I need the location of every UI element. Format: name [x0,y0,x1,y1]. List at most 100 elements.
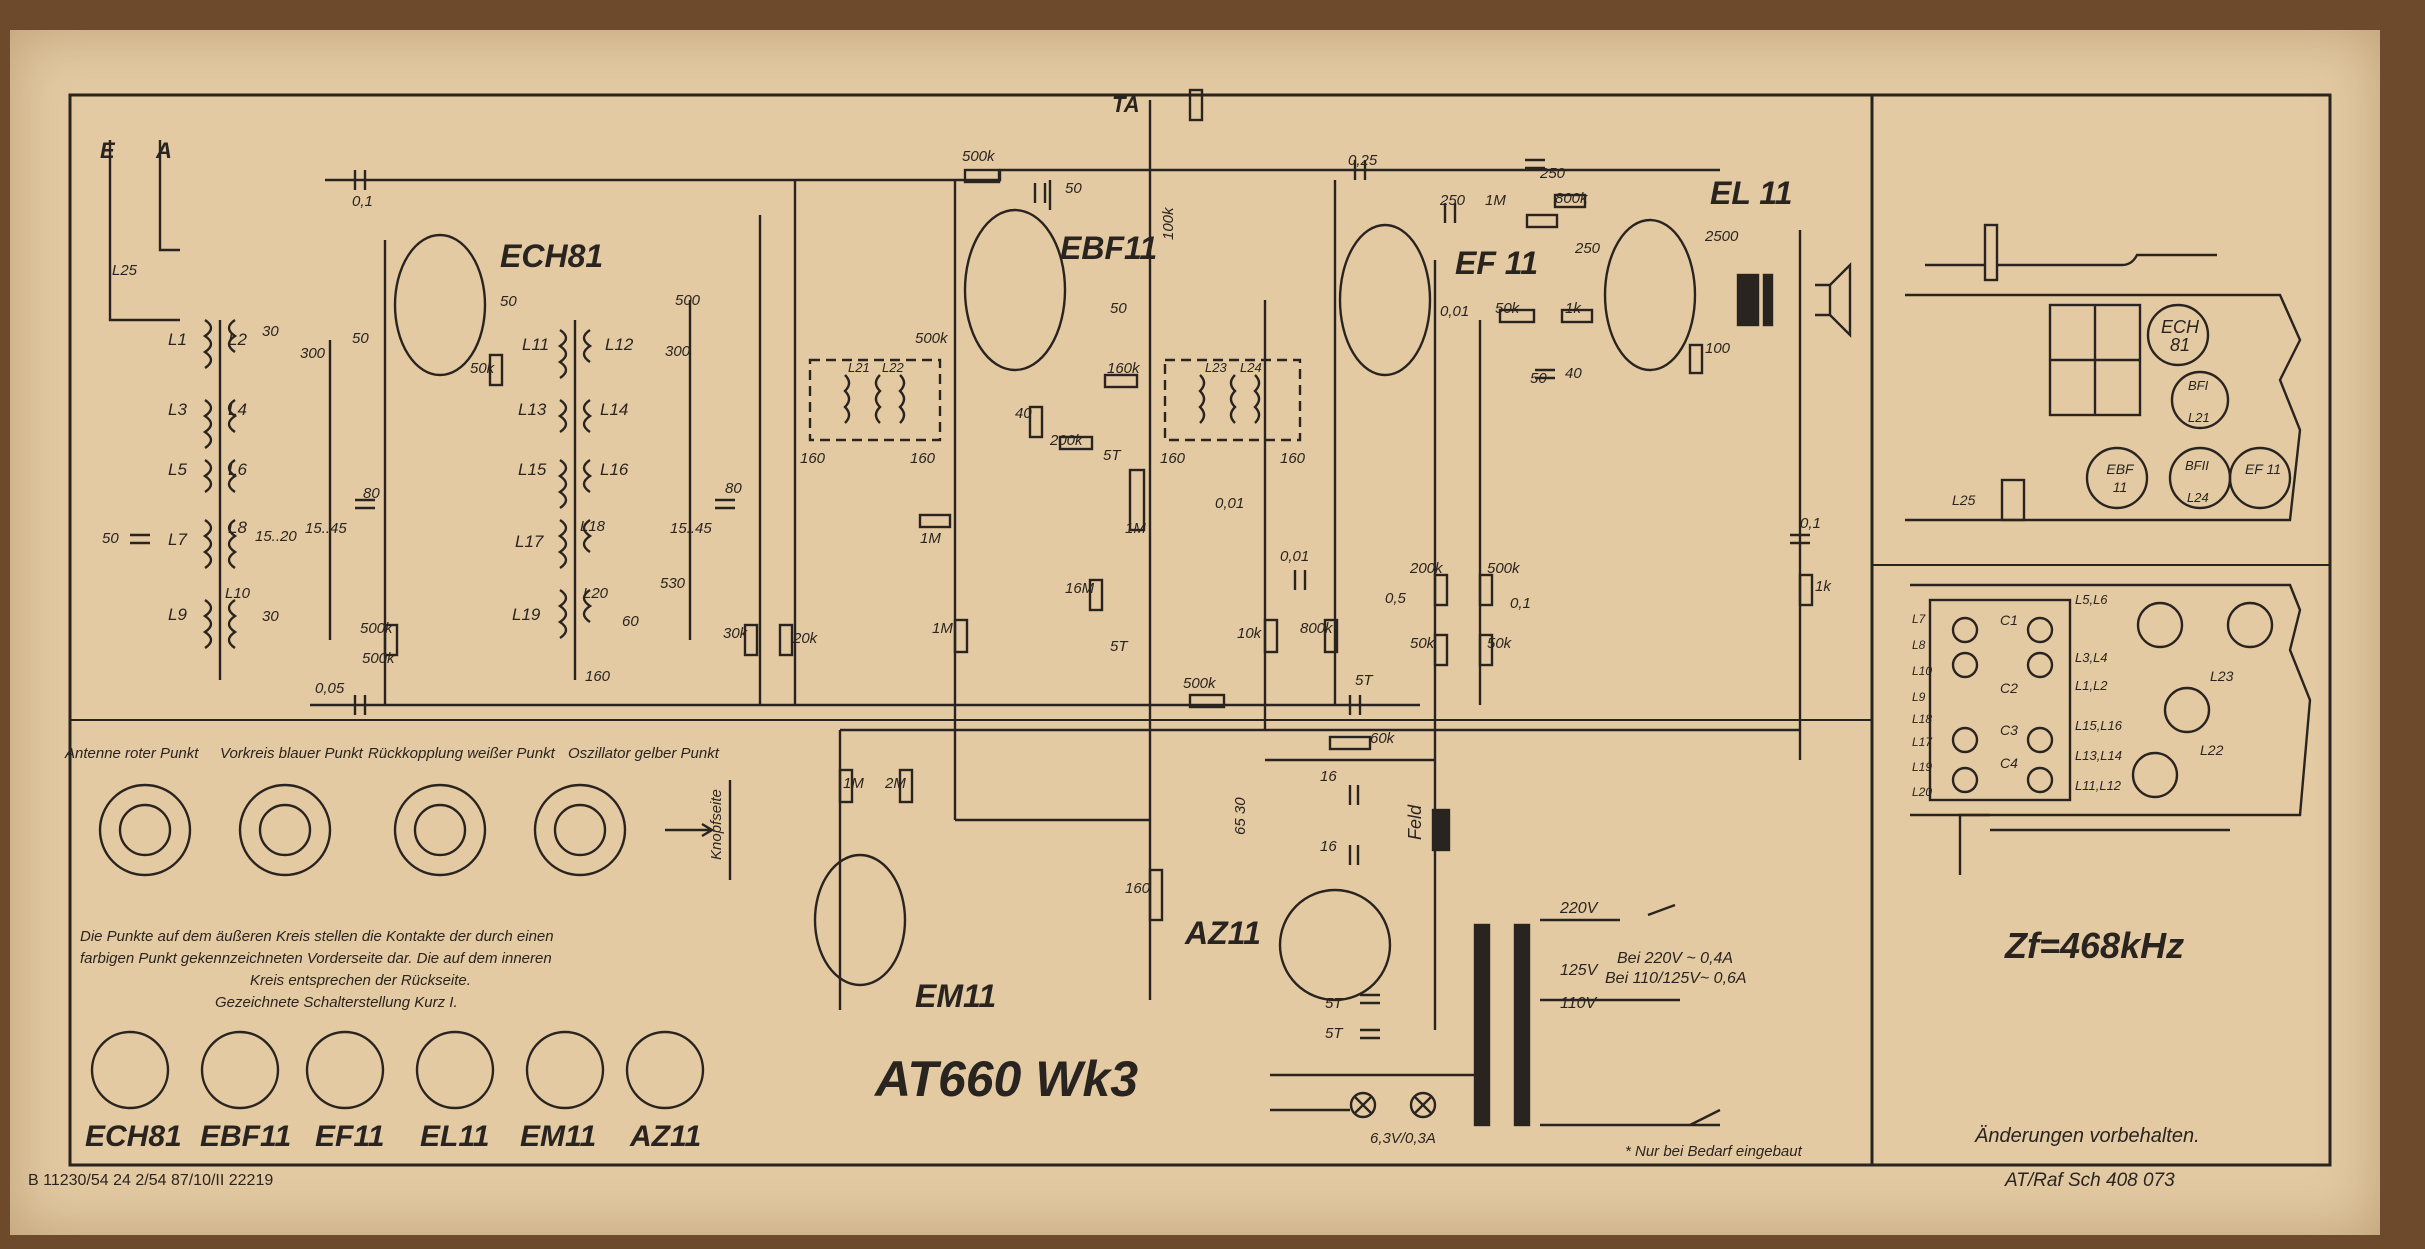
chassis-l1516: L15,L16 [2075,718,2122,733]
legend-note-1: Die Punkte auf dem äußeren Kreis stellen… [80,928,554,945]
chassis-l34: L3,L4 [2075,650,2108,665]
coil-l11: L11 [522,335,550,354]
antenna-lead [108,140,180,322]
chassis-l17: L17 [1912,735,1933,749]
c-15-20: 15..20 [255,528,297,545]
coil-l23: L23 [1205,360,1227,375]
r-50k-ech: 50k [470,360,495,377]
r-1m-b: 1M [932,620,953,637]
pinout-el11: EL11 [420,1120,490,1153]
chassis-l10: L10 [1912,664,1933,678]
r-1k-ef: 1k [1565,300,1581,317]
c-0-5: 0,5 [1385,590,1406,607]
if-transformer-2 [1163,358,1302,442]
chassis-l20: L20 [1912,785,1933,799]
c-5t-p1: 5T [1325,995,1343,1012]
pinout-ech81: ECH81 [85,1120,182,1153]
r-100: 100 [1705,340,1731,357]
pinout-ebf11: EBF11 [200,1120,292,1153]
r-1k-el: 1k [1815,578,1831,595]
c-80-a: 80 [363,485,380,502]
c-5t-b: 5T [1110,638,1128,655]
antenna-a-label: A [156,138,172,163]
c-50-mix: 50 [352,330,369,347]
legend-antenne: Antenne roter Punkt [65,745,199,762]
chassis-l21: L21 [2188,410,2210,425]
coil-l9: L9 [168,605,187,624]
ech81-tube [393,233,487,377]
diagram-title: AT660 Wk3 [875,1051,1139,1107]
chassis-l12: L1,L2 [2075,678,2108,693]
output-transformer [1736,273,1760,327]
chassis-bf1: BFI [2188,378,2209,393]
coil-l17: L17 [515,532,544,551]
coil-l25: L25 [112,262,138,279]
capacitors [130,158,1810,1040]
r-1m-a: 1M [920,530,941,547]
chassis-l24: L24 [2187,490,2209,505]
coil-l22: L22 [882,360,904,375]
antenna-lead-a [158,140,180,252]
c-15-45-a: 15..45 [305,520,347,537]
tube-ebf11: EBF11 [1060,230,1158,266]
legend-note-2: farbigen Punkt gekennzeichneten Vorderse… [80,950,552,967]
c-5t-c: 5T [1355,672,1373,689]
if-transformer-1 [808,358,942,442]
legend-note-3: Kreis entsprechen der Rückseite. [250,972,471,989]
c-40-a: 40 [1015,405,1032,422]
c-2500: 2500 [1705,228,1739,245]
r-160k: 160k [1107,360,1140,377]
coil-l16: L16 [600,460,629,479]
top-bus [325,168,1720,182]
r-200k: 200k [1050,432,1083,449]
c-160-b: 160 [800,450,826,467]
el11-tube [1603,218,1697,372]
coil-l15: L15 [518,460,547,479]
pinout-em11: EM11 [520,1120,597,1153]
r-2m-em: 2M [885,775,906,792]
optional-note: * Nur bei Bedarf eingebaut [1625,1143,1802,1160]
chassis-ebf: EBF 11 [2106,461,2134,495]
changes-note: Änderungen vorbehalten. [1975,1125,2200,1147]
c-0-01-ef: 0,01 [1440,303,1470,320]
c-0-1-b: 0,1 [1510,595,1531,612]
chassis-l22: L22 [2200,742,2224,758]
r-50k-c: 50k [1487,635,1512,652]
c-160-em: 160 [1125,880,1151,897]
c-500: 500 [675,292,701,309]
coil-l3: L3 [168,400,187,419]
coil-l13: L13 [518,400,547,419]
r-500k-ef: 500k [1487,560,1520,577]
voltage-125: 125V [1560,962,1598,979]
legend-note-4: Gezeichnete Schalterstellung Kurz I. [215,994,458,1011]
field-coil [1431,808,1451,852]
c-160-e: 160 [1280,450,1306,467]
c-15-45-b: 15..45 [670,520,712,537]
antenna-e-label: E [100,138,115,163]
c-50-ech: 50 [500,293,517,310]
c-5t-a: 5T [1103,447,1121,464]
pilot-lamps: 6,3V/0,3A [1370,1130,1436,1147]
chassis-bottom-outline [1910,583,2312,817]
legend-oszillator: Oszillator gelber Punkt [568,745,719,762]
c-160-d: 160 [1160,450,1186,467]
chassis-l1112: L11,L12 [2075,778,2122,793]
r-10k: 10k [1237,625,1262,642]
coil-l24: L24 [1240,360,1262,375]
c-40-b: 40 [1565,365,1582,382]
chassis-ech81: ECH 81 [2160,317,2199,355]
tube-ech81: ECH81 [500,238,604,274]
coil-l2: L2 [228,330,247,349]
chassis-l25: L25 [1952,492,1976,508]
chassis-l1314: L13,L14 [2075,748,2122,763]
c-250-a: 250 [1440,192,1466,209]
c-300-b: 300 [665,343,691,360]
c-300-a: 300 [300,345,326,362]
antenna-coil-stack [202,319,213,649]
osc-coil-stack [557,329,568,639]
chassis-c4: C4 [2000,755,2018,771]
document-number: AT/Raf Sch 408 073 [2005,1170,2175,1191]
r-100k: 100k [1160,207,1177,240]
tube-az11: AZ11 [1185,915,1261,951]
